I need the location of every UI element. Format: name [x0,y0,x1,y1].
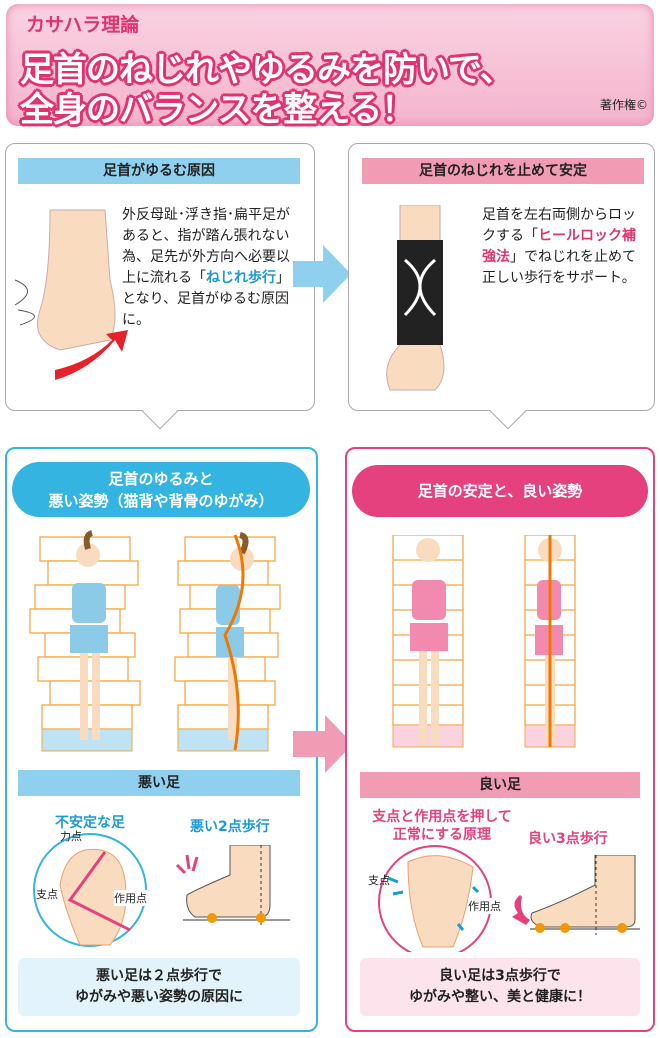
correction-foot-diagram [378,845,492,952]
copyright: 著作権© [599,98,648,112]
bunion-foot-illustration [14,209,128,380]
bad-foot-note: 悪い足は２点歩行でゆがみや悪い姿勢の原因に [18,958,300,1016]
bad-panel-header: 足首のゆるみと悪い姿勢（猫背や背骨のゆがみ） [12,462,310,517]
stable-card-text: 足首を左右両側からロックする「ヒールロック補強法」でねじれを止めて正しい歩行をサ… [482,207,636,286]
bad-posture-figures [29,530,281,752]
arrow-right-icon [293,245,351,303]
stable-card-title: 足首のねじれを止めて安定 [362,158,644,184]
ankle-brace-illustration [386,205,445,391]
good-foot-note: 良い足は3点歩行でゆがみや整い、美と健康に！ [360,958,640,1016]
bad-foot-bar: 悪い足 [18,770,300,796]
two-point-walk-diagram [175,845,290,925]
page-title-line2: 全身のバランスを整える！ [20,90,415,130]
good-foot-bar: 良い足 [360,772,640,798]
good-panel-header: 足首の安定と、良い姿勢 [352,465,648,517]
title-banner [6,4,654,126]
good-walk-title: 良い3点歩行 [528,831,608,847]
cause-card-title: 足首がゆるむ原因 [18,158,300,184]
force-point-label: 力点 [60,830,82,843]
action-point-label: 作用点 [114,890,147,906]
three-point-walk-diagram [512,855,640,935]
bad-walk-title: 悪い2点歩行 [190,819,270,835]
principle-title: 支点と作用点を押して正常にする原理 [372,809,512,843]
good-posture-figures [392,535,576,748]
unstable-foot-diagram [33,833,147,947]
fulcrum-label: 支点 [36,888,58,901]
page-title-line1: 足首のねじれやゆるみを防いで、 [20,50,514,90]
brand-label: カサハラ理論 [26,14,140,36]
cause-card-text: 外反母趾･浮き指･扁平足があると、指が踏ん張れない為、足先が外方向へ必要以上に流… [122,207,290,328]
fulcrum-label: 支点 [368,874,390,887]
action-point-label: 作用点 [468,898,501,914]
unstable-foot-title: 不安定な足 [55,815,125,831]
arrow-right-icon [293,715,353,773]
